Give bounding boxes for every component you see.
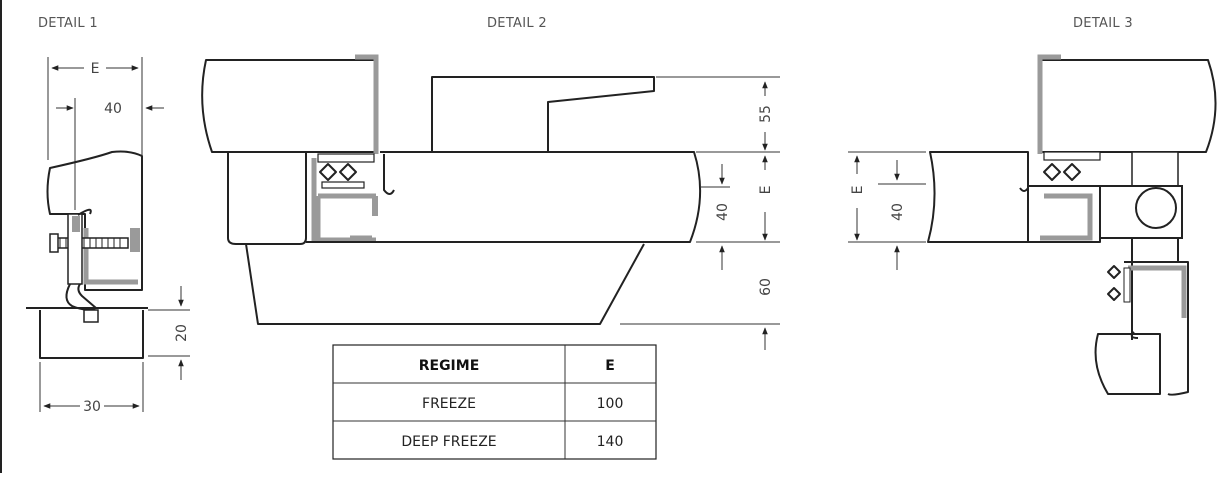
detail-2-title: DETAIL 2 — [487, 16, 547, 31]
detail-3-dim-e: E — [850, 186, 866, 195]
table-header-e: E — [605, 358, 615, 374]
detail-1-dim-30: 30 — [83, 399, 101, 415]
table-header-regime: REGIME — [419, 358, 480, 374]
detail-1-dim-40: 40 — [104, 101, 122, 117]
table-cell: FREEZE — [422, 396, 476, 412]
detail-2-dim-40: 40 — [715, 203, 731, 221]
detail-2: DETAIL 2 55 E 40 — [201, 16, 780, 350]
detail-2-dim-55: 55 — [758, 105, 774, 123]
detail-2-dim-e: E — [758, 186, 774, 195]
detail-1-dim-20: 20 — [174, 324, 190, 342]
detail-1-dim-e: E — [91, 61, 100, 77]
table-cell: 100 — [597, 396, 624, 412]
table-cell: 140 — [597, 434, 624, 450]
table-cell: DEEP FREEZE — [401, 434, 496, 450]
detail-3: DETAIL 3 E 40 — [848, 16, 1217, 396]
regime-table: REGIME E FREEZE 100 DEEP FREEZE 140 — [332, 344, 657, 460]
detail-3-title: DETAIL 3 — [1073, 16, 1133, 31]
detail-3-dim-40: 40 — [890, 203, 906, 221]
detail-2-dim-60: 60 — [758, 278, 774, 296]
detail-1: DETAIL 1 E 40 20 — [26, 16, 190, 415]
detail-1-title: DETAIL 1 — [38, 16, 98, 31]
